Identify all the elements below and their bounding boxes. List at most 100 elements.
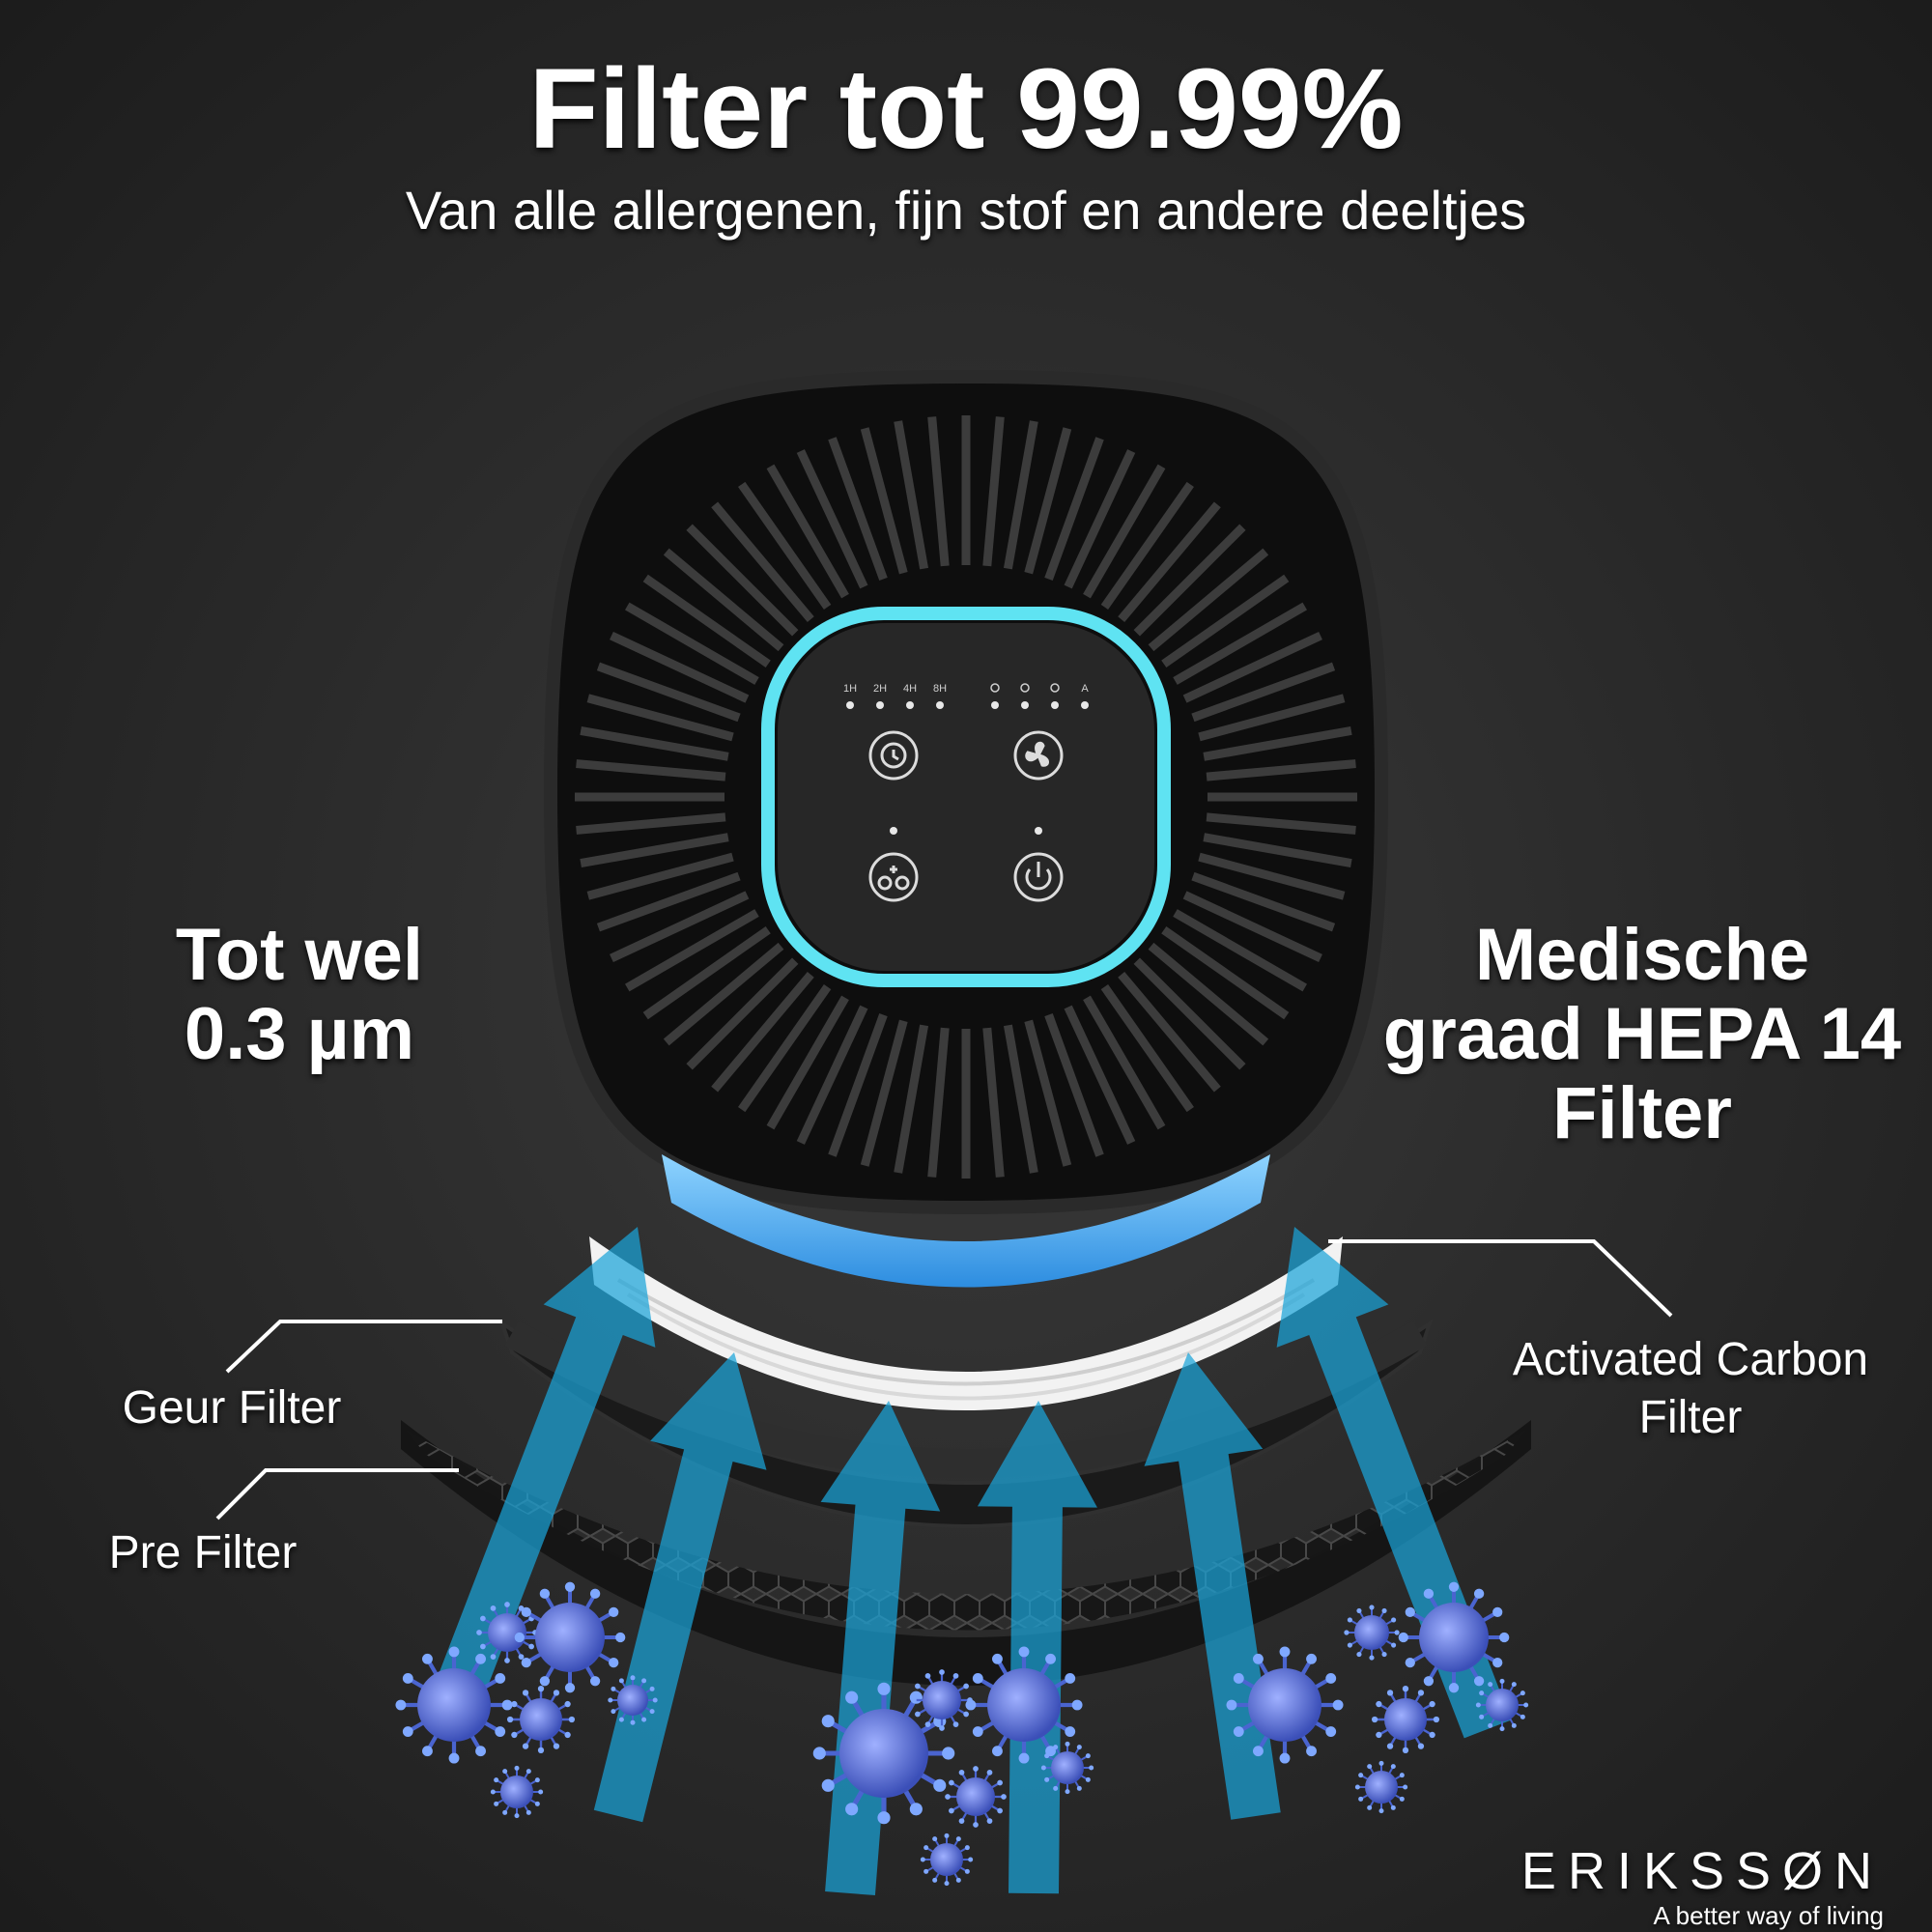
grille-slat [1024,427,1072,575]
grille-slat [1083,464,1166,599]
grille-slat [1173,909,1307,992]
grille-slat [663,942,784,1046]
grille-slat [580,725,729,761]
timer-indicator-dot [876,701,884,709]
grille-slat [625,909,759,992]
grille-slat [927,416,950,567]
control-panel-face [778,623,1154,971]
fan-mode-indicator-dot [1051,701,1059,709]
grille-slat [610,891,750,963]
purifier-top-view: 1H 2H 4H 8H A [543,369,1389,1215]
timer-option-label: 1H [843,683,857,695]
grille-slat [828,437,888,582]
subheadline: Van alle allergenen, fijn stof en andere… [405,180,1527,241]
grille-slat [1198,852,1346,900]
grille-slat [1203,725,1352,761]
grille-slat [894,420,929,570]
fan-high-icon [1050,683,1060,693]
grille-slat [1003,420,1038,570]
grille-slat [1044,437,1104,582]
grille-slat [738,481,832,610]
virus-particle-icon [490,1765,544,1819]
particle-size-claim-line1: Tot wel [175,914,424,996]
grille-slat [576,759,726,781]
grille-slat [1161,925,1290,1020]
virus-particle-icon [1398,1581,1510,1693]
virus-particle-icon [1040,1741,1094,1795]
grille-slat [1118,971,1221,1093]
timer-option-label: 8H [933,683,947,695]
grille-slat [1161,574,1290,668]
grille-slat [860,427,908,575]
pre-filter-label: Pre Filter [108,1527,298,1578]
grille-slat [1064,1005,1136,1145]
filter-indicator-dot [890,827,897,835]
grille-slat [796,449,868,589]
timer-option-label: 4H [903,683,917,695]
auto-mode-label: A [1081,683,1089,695]
virus-particle-icon [1371,1685,1440,1754]
grille-slat [927,1027,950,1178]
fan-low-icon [1020,683,1030,693]
virus-particle-icon [1344,1605,1400,1661]
grille-slat [711,501,814,623]
virus-particle-icon [920,1833,974,1887]
grille-slat [1024,1019,1072,1167]
grille-slat [663,548,784,652]
timer-button-icon [868,730,919,781]
virus-particle-icon [812,1682,955,1825]
virus-particle-icon [945,1766,1007,1828]
timer-indicator-dot [906,701,914,709]
grille-slat [1191,662,1336,723]
virus-particle-icon [476,1602,538,1663]
grille-slat [642,925,771,1020]
label-leader-lines [215,1239,1673,1520]
grille-slat [894,1024,929,1174]
hepa-filter-layer [662,1154,1270,1288]
timer-indicator-dot [846,701,854,709]
control-panel: 1H 2H 4H 8H A [761,607,1171,987]
grille-slat [1148,548,1269,652]
virus-particle-icon [1226,1646,1344,1764]
airflow-arrow [977,1401,1097,1894]
grille-slat [686,957,799,1070]
grille-slat [1206,759,1356,781]
airflow-arrow [420,1227,656,1739]
grille-slat [766,464,849,599]
brand-name: ERIKSSØN [1520,1842,1884,1900]
virus-particle-icon [395,1646,513,1764]
grille-slat [1198,694,1346,742]
headline: Filter tot 99.99% [528,45,1404,173]
grille-slat [1173,602,1307,685]
grille-slat [1100,984,1194,1113]
fan-mode-indicator-dot [1081,701,1089,709]
sleep-moon-icon [990,683,1000,693]
grille-slat [1064,449,1136,589]
grille-slat [625,602,759,685]
activated-carbon-label-line2: Filter [1638,1392,1743,1443]
grille-slat [1133,957,1246,1070]
grille-slat [576,812,726,835]
hepa-claim-line2: graad HEPA 14 [1382,993,1902,1075]
grille-slat [1100,481,1194,610]
grille-slat [1206,812,1356,835]
virus-particle-icon [1354,1760,1408,1814]
grille-slat [586,852,734,900]
power-button-icon [1013,852,1064,902]
grille-slat [738,984,832,1113]
timer-option-label: 2H [873,683,887,695]
hepa-claim: Medische graad HEPA 14 Filter [1333,916,1932,1153]
grille-slat [580,833,729,868]
hepa-claim-line3: Filter [1552,1072,1732,1154]
activated-carbon-filter-label: Activated Carbon Filter [1478,1331,1903,1447]
grille-slat [1148,942,1269,1046]
power-indicator-dot [1035,827,1042,835]
allergen-particles [395,1581,1529,1887]
grille-slat [1083,995,1166,1130]
timer-indicator-dot [936,701,944,709]
fan-speed-button-icon [1013,730,1064,781]
grille-slat [610,631,750,703]
grille-slat [1191,871,1336,932]
virus-particle-icon [911,1669,973,1731]
